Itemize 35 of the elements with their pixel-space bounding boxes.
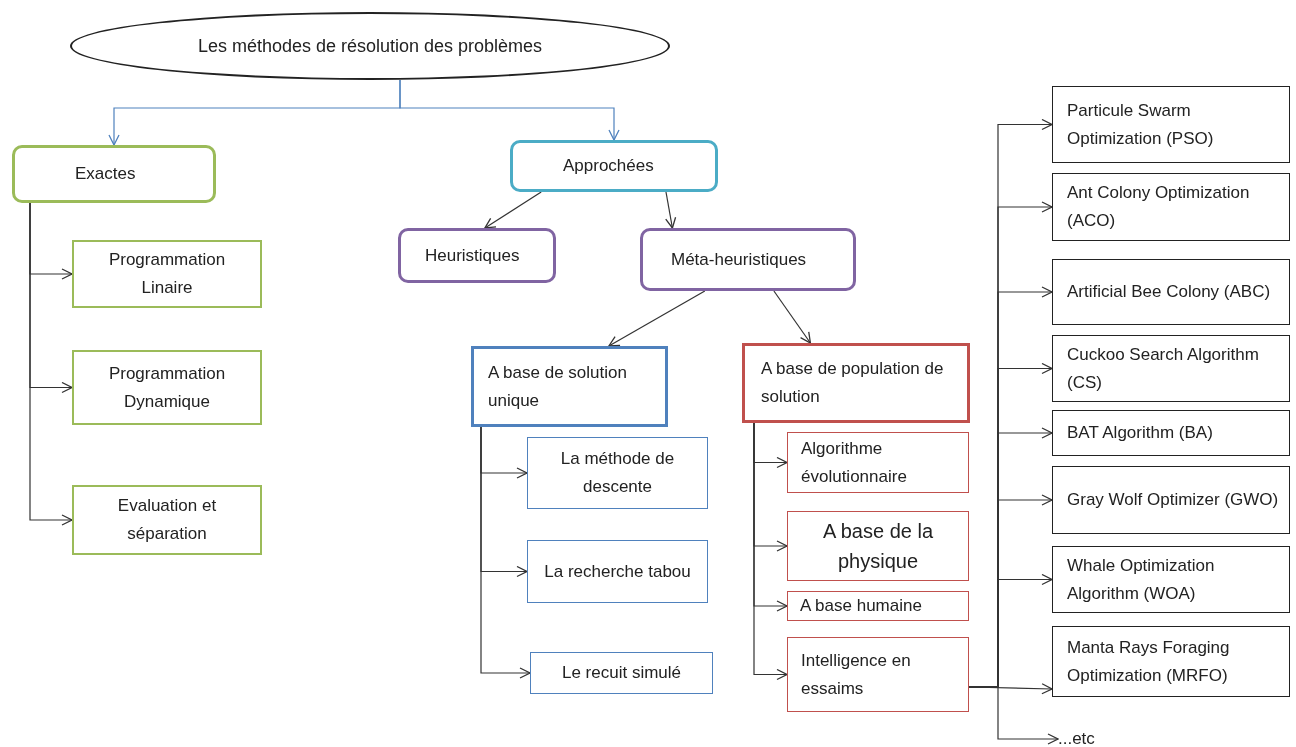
category-box: Programmation Dynamique: [72, 350, 262, 425]
category-box: A base de solution unique: [471, 346, 668, 427]
category-box: Ant Colony Optimization (ACO): [1052, 173, 1290, 241]
category-box: Evaluation et séparation: [72, 485, 262, 555]
arrow: [29, 202, 73, 526]
arrow: [484, 191, 542, 229]
category-box: A base humaine: [787, 591, 969, 621]
category-box: Approchées: [510, 140, 718, 192]
category-box: A base de la physique: [787, 511, 969, 581]
arrow: [608, 290, 706, 347]
category-box: Cuckoo Search Algorithm (CS): [1052, 335, 1290, 402]
category-box: Gray Wolf Optimizer (GWO): [1052, 466, 1290, 534]
category-box: Artificial Bee Colony (ABC): [1052, 259, 1290, 325]
category-box: Manta Rays Foraging Optimization (MRFO): [1052, 626, 1290, 697]
arrow: [773, 290, 812, 344]
category-box: La recherche tabou: [527, 540, 708, 603]
arrow: [399, 79, 620, 141]
arrow: [665, 191, 677, 229]
category-box: Le recuit simulé: [530, 652, 713, 694]
category-box: A base de population de solution: [742, 343, 970, 423]
category-box: Particule Swarm Optimization (PSO): [1052, 86, 1290, 163]
root-ellipse: Les méthodes de résolution des problèmes: [70, 12, 670, 80]
category-box: Whale Optimization Algorithm (WOA): [1052, 546, 1290, 613]
arrow: [968, 686, 1059, 745]
category-box: Exactes: [12, 145, 216, 203]
arrow: [753, 422, 788, 681]
category-box: Méta-heuristiques: [640, 228, 856, 291]
etc-text: ...etc: [1058, 728, 1128, 747]
category-box: Algorithme évolutionnaire: [787, 432, 969, 493]
category-box: Intelligence en essaims: [787, 637, 969, 712]
category-box: Heuristiques: [398, 228, 556, 283]
category-box: Programmation Linaire: [72, 240, 262, 308]
arrow: [480, 426, 531, 679]
category-box: La méthode de descente: [527, 437, 708, 509]
category-box: BAT Algorithm (BA): [1052, 410, 1290, 456]
